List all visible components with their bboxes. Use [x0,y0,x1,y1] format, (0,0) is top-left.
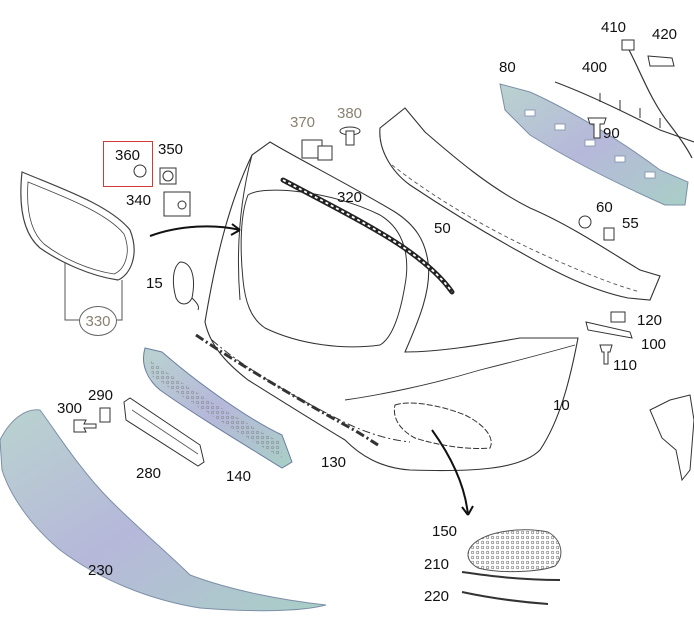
clip-420 [647,55,675,67]
leader-330 [64,262,123,321]
label-10: 10 [553,397,570,414]
harness-clips [599,93,661,128]
label-60: 60 [596,199,613,216]
lower-grille-mesh [150,360,282,458]
label-320: 320 [337,189,363,206]
side-bracket [649,394,694,482]
label-55: 55 [622,215,639,232]
clip-60 [578,215,592,229]
label-380: 380 [337,105,363,122]
trim-strip-130 [195,333,379,447]
label-350: 350 [158,141,184,158]
label-370: 370 [290,114,316,131]
bumper-inner-opening [240,189,408,348]
bracket-100 [585,321,633,339]
label-280: 280 [136,465,162,482]
label-400: 400 [582,59,608,76]
label-15: 15 [146,275,163,292]
connector-410 [621,39,635,51]
arrow-fog [431,429,469,516]
sensor-350 [159,167,177,185]
bolt-380 [339,126,361,146]
label-360: 360 [115,147,141,164]
bumper-cover-10 [204,141,579,472]
trim-220 [461,591,549,605]
bumper-side-line [344,344,576,401]
arrow-fog-head [461,505,474,516]
cable-410 [627,47,693,159]
label-330: 330 [85,312,111,330]
clip-290 [99,407,111,423]
screw-90 [587,117,607,139]
bumper-upper-line [238,154,253,301]
pin-110 [599,344,613,365]
callout-330: 330 [79,306,117,336]
label-220: 220 [424,588,450,605]
grille-frame-330 [20,171,135,281]
label-230: 230 [88,562,114,579]
highlight-box-360 [103,141,153,187]
wiring-harness-400 [554,81,694,143]
spoiler-lip-230 [0,409,327,612]
label-50: 50 [434,220,451,237]
grommet-360 [133,164,147,178]
arrow-grille [149,225,241,237]
license-bracket-280 [123,397,205,467]
sensor-370 [301,139,333,161]
clip-120 [610,311,626,323]
grille-frame-inner [27,181,128,275]
label-210: 210 [424,556,450,573]
absorber-slots [524,109,656,179]
label-300: 300 [57,400,83,417]
label-80: 80 [499,59,516,76]
carrier-detail [391,164,641,293]
label-140: 140 [226,468,252,485]
seal-strip-320 [280,177,455,295]
label-290: 290 [88,387,114,404]
label-150: 150 [432,523,458,540]
screw-300 [73,419,97,433]
trim-210 [461,571,561,581]
label-420: 420 [652,26,678,43]
tow-cover-tab [191,297,199,311]
tow-hook-cover-15 [172,261,194,305]
label-90: 90 [603,125,620,142]
bracket-inner-line [131,409,199,455]
bumper-lower-edge [211,339,411,443]
clip-55 [603,227,615,241]
fog-grille-150 [467,529,562,573]
label-340: 340 [126,192,152,209]
fog-lamp-opening [393,402,492,449]
bumper-carrier-50 [379,107,661,301]
label-110: 110 [613,357,637,374]
label-130: 130 [321,454,347,471]
arrow-grille-head [230,223,241,236]
label-100: 100 [641,336,667,353]
seal-strip-detail [282,179,453,293]
control-unit-340 [163,191,191,217]
label-120: 120 [637,312,663,329]
label-410: 410 [601,19,627,36]
